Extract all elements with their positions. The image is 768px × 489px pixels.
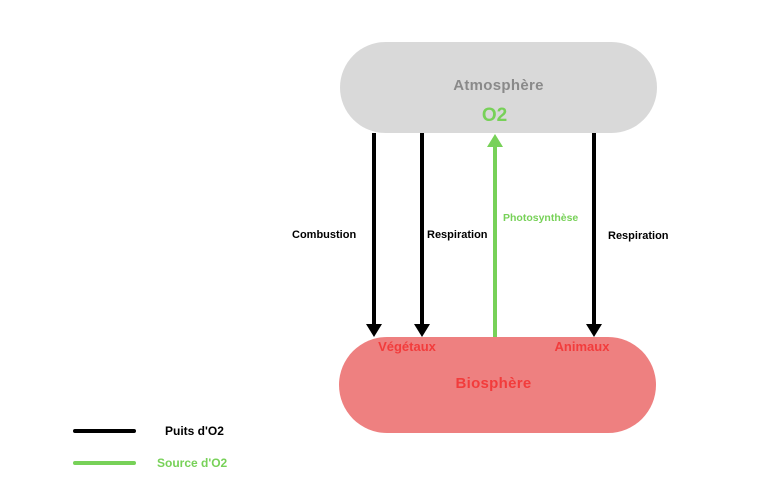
source-line-swatch bbox=[73, 461, 136, 465]
photosynthesis-label: Photosynthèse bbox=[503, 212, 579, 224]
respiration-plants-arrow bbox=[414, 133, 430, 337]
respiration-plants-label: Respiration bbox=[427, 229, 488, 241]
respiration-animals-label: Respiration bbox=[608, 230, 669, 242]
plants-label: Végétaux bbox=[378, 339, 436, 354]
photosynthesis-arrow bbox=[487, 134, 503, 338]
respiration-plants-arrowhead-down-icon bbox=[414, 324, 430, 337]
respiration-animals-arrowhead-down-icon bbox=[586, 324, 602, 337]
photosynthesis-arrow-shaft bbox=[493, 147, 497, 338]
atmosphere-node: Atmosphère O2 bbox=[340, 42, 657, 133]
combustion-arrow bbox=[366, 133, 382, 337]
source-legend-label: Source d'O2 bbox=[157, 456, 228, 470]
sink-line-swatch bbox=[73, 429, 136, 433]
respiration-animals-arrow-shaft bbox=[592, 133, 596, 324]
atmosphere-label: Atmosphère bbox=[453, 77, 544, 94]
combustion-arrow-shaft bbox=[372, 133, 376, 324]
respiration-plants-arrow-shaft bbox=[420, 133, 424, 324]
biosphere-label: Biosphère bbox=[455, 375, 532, 392]
sink-legend-label: Puits d'O2 bbox=[165, 424, 224, 438]
respiration-animals-arrow bbox=[586, 133, 602, 337]
combustion-label: Combustion bbox=[292, 229, 357, 241]
animals-label: Animaux bbox=[554, 339, 610, 354]
biosphere-node: Végétaux Animaux Biosphère bbox=[339, 337, 656, 433]
o2-molecule-label: O2 bbox=[481, 105, 508, 126]
photosynthesis-arrowhead-up-icon bbox=[487, 134, 503, 147]
combustion-arrowhead-down-icon bbox=[366, 324, 382, 337]
